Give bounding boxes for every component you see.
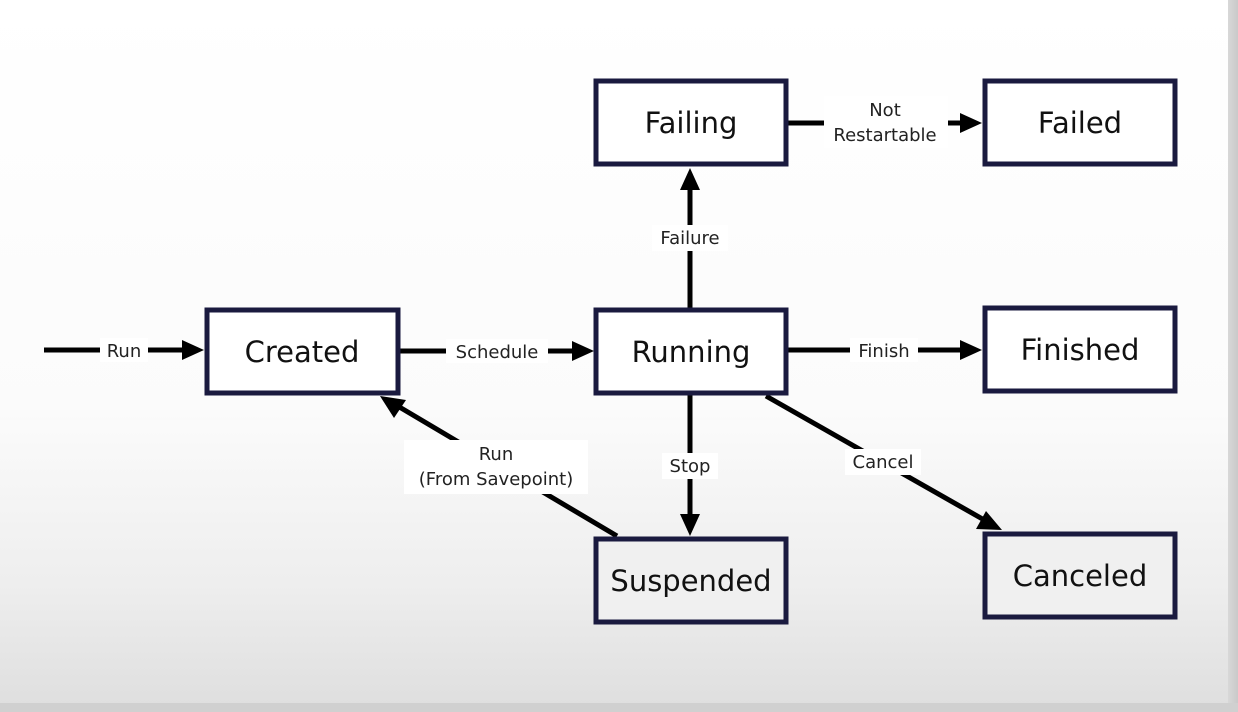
edge-created-to-running: Schedule bbox=[400, 339, 594, 363]
node-label-failed: Failed bbox=[1038, 106, 1122, 140]
edge-running-to-failing: Failure bbox=[652, 168, 728, 308]
node-label-failing: Failing bbox=[645, 106, 738, 140]
node-label-finished: Finished bbox=[1021, 333, 1140, 367]
edge-running-to-finished: Finish bbox=[788, 338, 982, 362]
node-label-created: Created bbox=[245, 335, 360, 369]
node-finished: Finished bbox=[982, 305, 1178, 394]
edge-label-from-savepoint: (From Savepoint) bbox=[419, 469, 573, 490]
edge-running-to-canceled: Cancel bbox=[764, 393, 1002, 530]
edge-running-to-suspended: Stop bbox=[662, 395, 718, 536]
node-label-running: Running bbox=[632, 335, 751, 369]
edge-label-schedule: Schedule bbox=[456, 342, 539, 363]
node-created: Created bbox=[204, 307, 401, 396]
bottom-edge-shade bbox=[0, 703, 1238, 712]
edge-failing-to-failed: Not Restartable bbox=[788, 96, 982, 148]
right-edge-shade bbox=[1228, 0, 1238, 712]
edge-label-run-savepoint: Run bbox=[479, 444, 514, 465]
edge-label-finish: Finish bbox=[858, 341, 909, 362]
edge-label-run: Run bbox=[107, 341, 142, 362]
edge-label-failure: Failure bbox=[660, 228, 719, 249]
node-label-suspended: Suspended bbox=[610, 564, 771, 598]
edge-label-stop: Stop bbox=[670, 456, 711, 477]
node-suspended: Suspended bbox=[593, 536, 789, 625]
edge-label-cancel: Cancel bbox=[853, 452, 914, 473]
edge-label-restartable: Restartable bbox=[833, 125, 936, 146]
edge-label-not: Not bbox=[869, 100, 901, 121]
node-canceled: Canceled bbox=[982, 531, 1178, 620]
node-label-canceled: Canceled bbox=[1013, 559, 1148, 593]
node-failed: Failed bbox=[982, 78, 1178, 167]
edge-suspended-to-created: Run (From Savepoint) bbox=[380, 396, 619, 539]
node-running: Running bbox=[593, 307, 789, 396]
node-failing: Failing bbox=[593, 78, 789, 167]
edge-run-to-created: Run bbox=[44, 338, 204, 362]
